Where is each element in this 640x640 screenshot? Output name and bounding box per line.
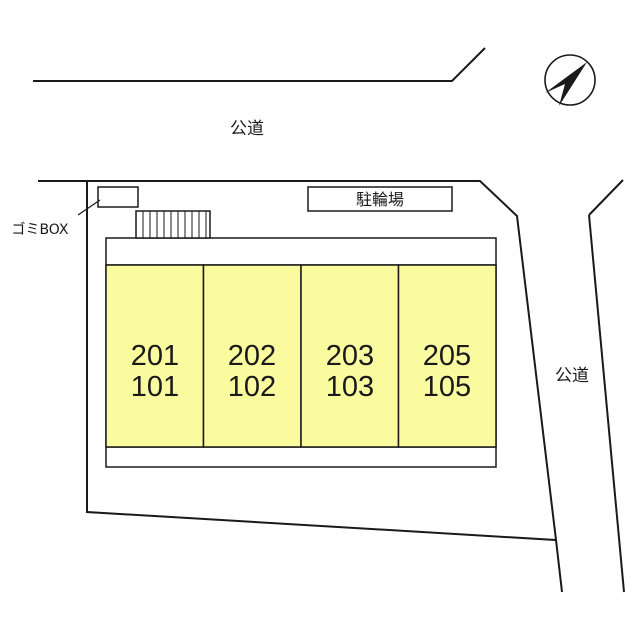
unit-1-lower-number: 101: [131, 371, 179, 403]
garbage-box-leader: [77, 199, 101, 216]
unit-4-lower-number: 105: [423, 371, 471, 403]
site-boundary: [38, 180, 558, 542]
unit-3-upper-number: 203: [326, 340, 374, 372]
staircase: [135, 210, 211, 239]
unit-2-upper-number: 202: [228, 340, 276, 372]
unit-1: 201 101: [105, 264, 205, 448]
unit-1-upper-number: 201: [131, 340, 179, 372]
garbage-box-label: ゴミBOX: [11, 221, 68, 238]
compass-arrow-icon: [544, 54, 596, 106]
unit-2: 202 102: [202, 264, 302, 448]
road-label-right: 公道: [555, 366, 589, 386]
unit-2-lower-number: 102: [228, 371, 276, 403]
unit-4: 205 105: [397, 264, 497, 448]
road-boundary-top: [33, 47, 486, 82]
road-boundary-right-edge: [588, 214, 625, 593]
road-boundary-right-inner: [555, 539, 563, 593]
garbage-box: [97, 186, 139, 208]
unit-3-lower-number: 103: [326, 371, 374, 403]
bicycle-parking: [307, 186, 453, 212]
road-label-top: 公道: [230, 119, 264, 139]
road-boundary-right: [588, 179, 624, 216]
unit-3: 203 103: [300, 264, 400, 448]
unit-4-upper-number: 205: [423, 340, 471, 372]
bicycle-parking-label: 駐輪場: [356, 190, 404, 209]
